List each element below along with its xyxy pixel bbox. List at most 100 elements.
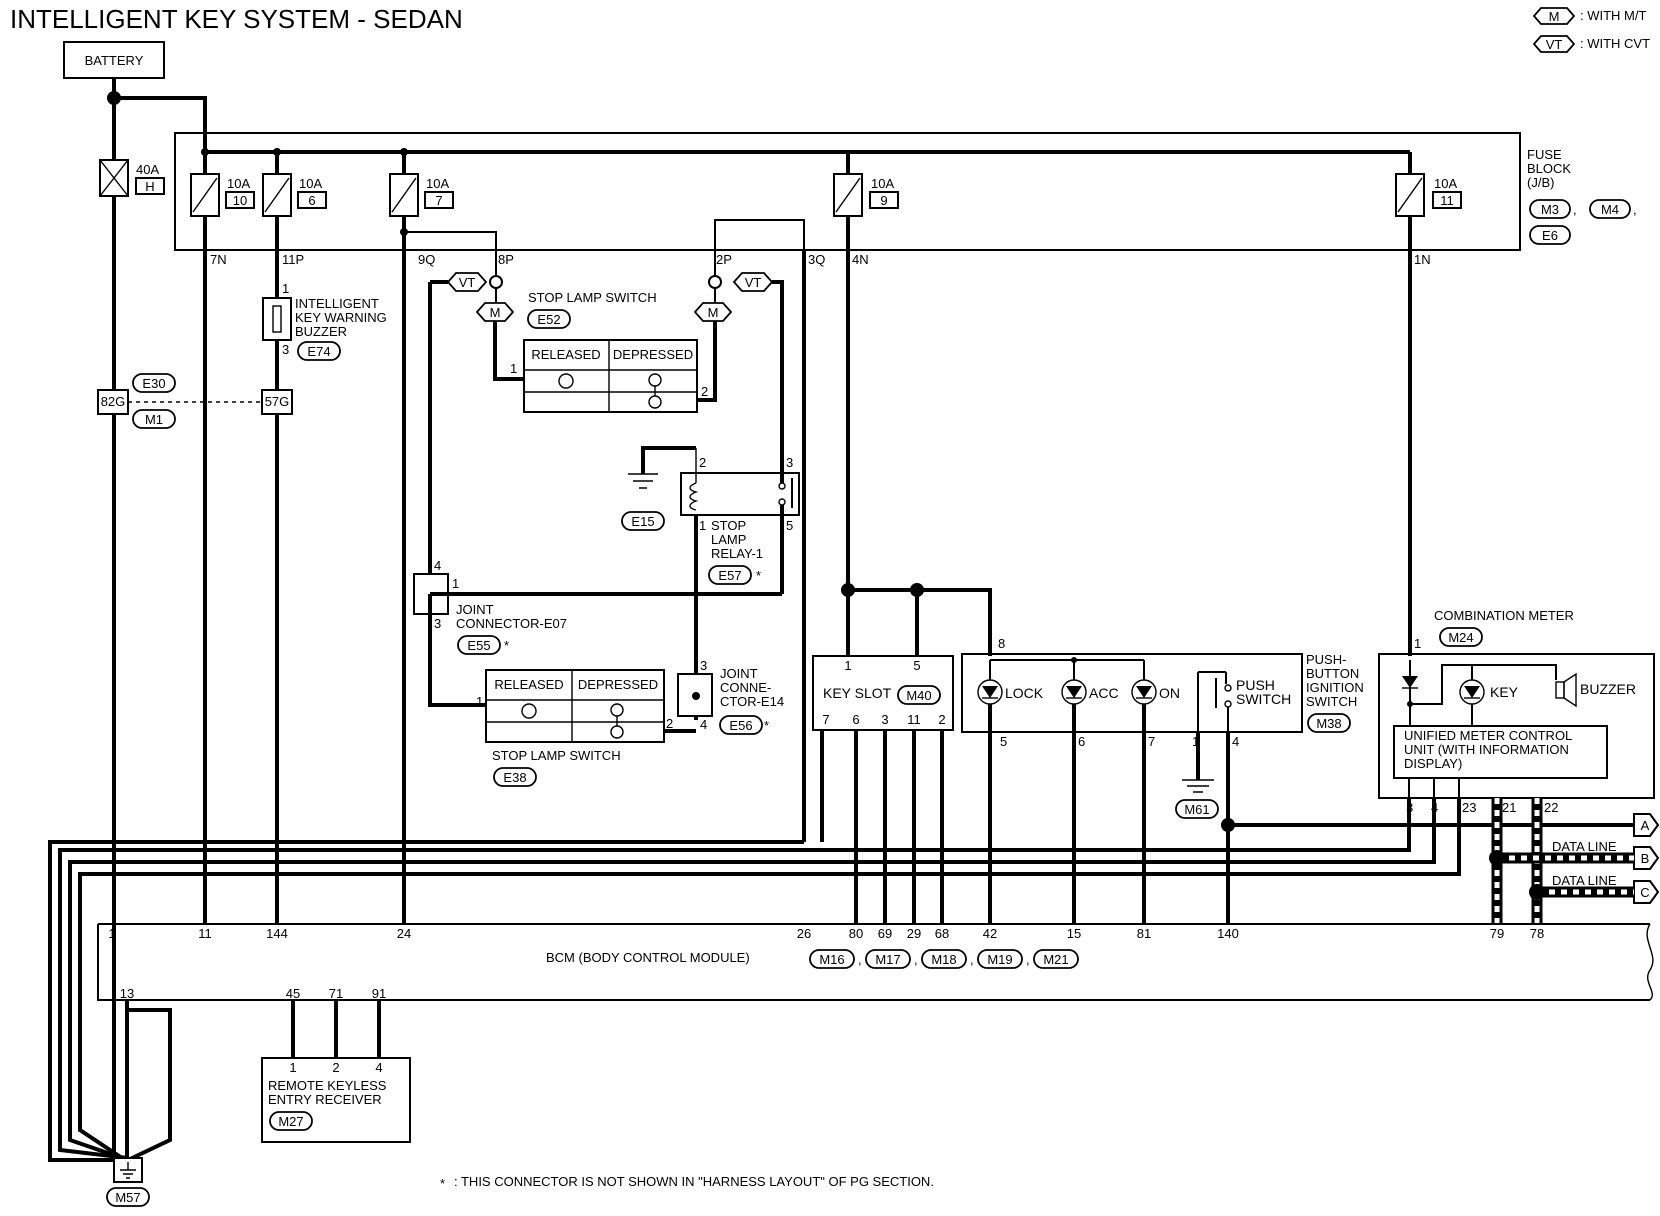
svg-text:6: 6	[852, 712, 859, 727]
svg-text:3: 3	[786, 455, 793, 470]
svg-text:CONNE-: CONNE-	[720, 680, 771, 695]
svg-text:E56: E56	[729, 718, 752, 733]
svg-text:1: 1	[699, 518, 706, 533]
svg-text:E52: E52	[537, 312, 560, 327]
svg-text:*: *	[440, 1176, 445, 1191]
svg-text:10A: 10A	[1434, 176, 1457, 191]
svg-text:1: 1	[282, 281, 289, 296]
svg-text:45: 45	[286, 986, 300, 1001]
svg-text:80: 80	[849, 926, 863, 941]
svg-text:SWITCH: SWITCH	[1236, 691, 1291, 707]
fuse-block: FUSE BLOCK (J/B) M3 , M4 , E6	[174, 132, 1637, 251]
svg-text:DEPRESSED: DEPRESSED	[613, 347, 693, 362]
svg-text:2: 2	[699, 455, 706, 470]
svg-text:71: 71	[329, 986, 343, 1001]
svg-text:29: 29	[907, 926, 921, 941]
svg-text:21: 21	[1502, 800, 1516, 815]
svg-text:: WITH M/T: : WITH M/T	[1580, 8, 1646, 23]
svg-text:23: 23	[1462, 800, 1476, 815]
key-warning-buzzer: 1 3 INTELLIGENT KEY WARNING BUZZER E74	[262, 281, 387, 361]
svg-text:11P: 11P	[282, 252, 304, 267]
svg-text:(J/B): (J/B)	[1527, 175, 1554, 190]
svg-text:1: 1	[108, 926, 115, 941]
footnote: * : THIS CONNECTOR IS NOT SHOWN IN "HARN…	[440, 1174, 934, 1191]
svg-text:68: 68	[935, 926, 949, 941]
svg-text:DEPRESSED: DEPRESSED	[578, 677, 658, 692]
svg-text:11: 11	[198, 926, 212, 941]
svg-text:,: ,	[858, 952, 862, 967]
svg-text:M3: M3	[1541, 202, 1559, 217]
svg-text:10A: 10A	[299, 176, 322, 191]
svg-text:LOCK: LOCK	[1005, 685, 1044, 701]
svg-text:DISPLAY): DISPLAY)	[1404, 756, 1462, 771]
svg-text:5: 5	[913, 658, 920, 673]
svg-text:,: ,	[970, 952, 974, 967]
svg-text:82G: 82G	[101, 394, 126, 409]
svg-text:91: 91	[372, 986, 386, 1001]
svg-text:: THIS CONNECTOR IS NOT SHOWN: : THIS CONNECTOR IS NOT SHOWN IN "HARNES…	[454, 1174, 934, 1189]
svg-text:4: 4	[700, 717, 707, 732]
svg-text:INTELLIGENT: INTELLIGENT	[295, 296, 379, 311]
svg-text:,: ,	[914, 952, 918, 967]
svg-text:6: 6	[1078, 734, 1085, 749]
svg-text:DATA LINE: DATA LINE	[1552, 873, 1617, 888]
svg-text:69: 69	[878, 926, 892, 941]
svg-text:2: 2	[701, 384, 708, 399]
push-button-ignition-switch: 8 LOCK ACC ON PUSH SWITCH PUSH- BUTTON I…	[961, 636, 1634, 924]
svg-text:VT: VT	[459, 275, 476, 290]
svg-text:PUSH-: PUSH-	[1306, 652, 1346, 667]
page-title: INTELLIGENT KEY SYSTEM - SEDAN	[10, 4, 463, 34]
svg-text:BLOCK: BLOCK	[1527, 161, 1571, 176]
harness-connector-e30-m1: 82G 57G E30 M1	[97, 373, 293, 429]
svg-text:144: 144	[266, 926, 288, 941]
svg-text:SWITCH: SWITCH	[1306, 694, 1357, 709]
svg-text:M4: M4	[1601, 202, 1619, 217]
svg-text:10A: 10A	[227, 176, 250, 191]
svg-text:15: 15	[1067, 926, 1081, 941]
joint-connector-e14: 3 4 JOINT CONNE- CTOR-E14 E56 *	[677, 658, 784, 735]
svg-text:M61: M61	[1184, 802, 1209, 817]
svg-text:4: 4	[1232, 734, 1239, 749]
svg-text:DATA LINE: DATA LINE	[1552, 839, 1617, 854]
svg-text:1: 1	[510, 361, 517, 376]
svg-text:2: 2	[666, 716, 673, 731]
svg-text:40A: 40A	[136, 162, 159, 177]
svg-text:RELEASED: RELEASED	[494, 677, 563, 692]
svg-text:2P: 2P	[716, 252, 732, 267]
svg-text:VT: VT	[745, 275, 762, 290]
svg-text:10A: 10A	[426, 176, 449, 191]
svg-text:M: M	[490, 305, 501, 320]
svg-text:*: *	[756, 568, 761, 583]
svg-text:E55: E55	[467, 638, 490, 653]
svg-text:4N: 4N	[852, 252, 869, 267]
fuse-10a-11: 10A 11	[1395, 173, 1462, 217]
svg-text:7: 7	[822, 712, 829, 727]
svg-text:UNIT (WITH INFORMATION: UNIT (WITH INFORMATION	[1404, 742, 1569, 757]
svg-text:KEY SLOT: KEY SLOT	[823, 685, 892, 701]
bcm-ground-wiring	[125, 1000, 172, 1162]
svg-text:26: 26	[797, 926, 811, 941]
svg-text:1: 1	[844, 658, 851, 673]
battery: BATTERY	[63, 41, 165, 79]
svg-text:REMOTE KEYLESS: REMOTE KEYLESS	[268, 1078, 387, 1093]
svg-text:STOP LAMP SWITCH: STOP LAMP SWITCH	[492, 748, 621, 763]
svg-text:1N: 1N	[1414, 252, 1431, 267]
svg-text:4: 4	[375, 1060, 382, 1075]
svg-text:M27: M27	[278, 1114, 303, 1129]
svg-text:M16: M16	[819, 952, 844, 967]
svg-text:IGNITION: IGNITION	[1306, 680, 1364, 695]
svg-text:COMBINATION METER: COMBINATION METER	[1434, 608, 1574, 623]
svg-text:42: 42	[983, 926, 997, 941]
svg-text:1: 1	[476, 694, 483, 709]
svg-text:BCM (BODY CONTROL MODULE): BCM (BODY CONTROL MODULE)	[546, 950, 750, 965]
svg-text:3Q: 3Q	[808, 252, 825, 267]
svg-text:BUZZER: BUZZER	[1580, 681, 1636, 697]
svg-text:3: 3	[700, 658, 707, 673]
svg-text:VT: VT	[1546, 37, 1563, 52]
svg-text:ACC: ACC	[1089, 685, 1119, 701]
svg-text:E38: E38	[503, 770, 526, 785]
svg-text:RELAY-1: RELAY-1	[711, 546, 763, 561]
fuse-10a-7: 10A 7	[389, 173, 454, 217]
svg-text:CONNECTOR-E07: CONNECTOR-E07	[456, 616, 567, 631]
svg-text:M: M	[708, 305, 719, 320]
